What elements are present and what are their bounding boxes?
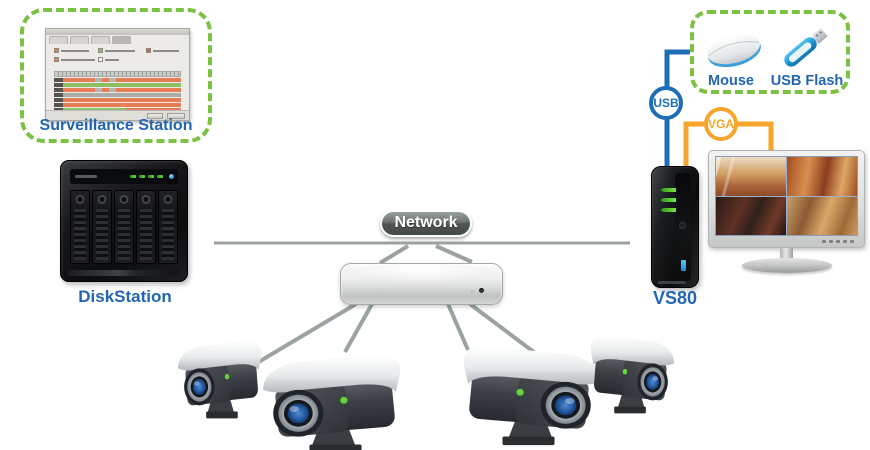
vs80-usb-port	[681, 260, 686, 271]
mini-tabs	[49, 36, 131, 45]
nas-status-led	[148, 175, 154, 178]
vs80-status-led	[660, 188, 676, 192]
nas-power-led	[169, 174, 174, 179]
surveillance-station-screenshot	[45, 28, 190, 121]
camera-feed-4	[787, 196, 857, 235]
mouse-label: Mouse	[708, 73, 754, 89]
ip-camera-icon	[586, 332, 682, 414]
usb-badge: USB	[649, 86, 683, 120]
vs80-status-led	[660, 198, 676, 202]
diskstation-icon	[60, 160, 188, 282]
network-label-pill: Network	[380, 210, 472, 237]
monitor-bezel	[708, 150, 865, 248]
camera-feed-1	[716, 157, 786, 196]
diskstation-label: DiskStation	[78, 287, 172, 306]
switch-led	[471, 290, 474, 293]
nas-status-led	[130, 175, 136, 178]
mouse-icon	[707, 33, 761, 68]
monitor-stand-base	[742, 258, 832, 273]
nas-base-strip	[68, 270, 180, 276]
mini-time-ruler	[54, 71, 181, 77]
vs80-power-button	[679, 222, 686, 229]
camera-link-3	[446, 303, 470, 351]
network-switch-icon	[340, 263, 503, 305]
mini-legend	[54, 48, 181, 68]
usb-flash-label: USB Flash	[770, 73, 844, 89]
camera-feed-2	[787, 157, 857, 196]
vga-badge: VGA	[704, 107, 738, 141]
vs80-device-icon	[651, 166, 699, 288]
peripherals-box: Mouse USB Flash	[690, 10, 850, 94]
vs80-status-led	[660, 208, 676, 212]
mini-footer	[46, 110, 189, 120]
monitor-buttons	[822, 240, 854, 243]
monitor-quad-view	[715, 156, 858, 236]
nas-status-led	[139, 175, 145, 178]
switch-power-dot	[479, 288, 484, 293]
surveillance-station-box: Surveillance Station	[20, 8, 212, 143]
switch-uplink-left	[378, 244, 410, 265]
peripheral-labels: Mouse USB Flash	[694, 73, 846, 91]
mini-titlebar	[46, 29, 189, 35]
nas-status-led	[157, 175, 163, 178]
vs80-label: VS80	[652, 288, 698, 308]
surveillance-station-label: Surveillance Station	[39, 117, 193, 134]
nas-top-panel	[70, 169, 178, 184]
usb-cable	[664, 49, 691, 172]
camera-link-2	[343, 303, 374, 353]
usb-flash-icon	[784, 28, 828, 67]
monitor-stand-neck	[780, 248, 793, 261]
monitor-icon	[708, 150, 865, 274]
vs80-base-strip	[658, 281, 686, 284]
camera-feed-3	[716, 196, 786, 235]
ip-camera-icon	[250, 350, 408, 450]
mini-schedule-rows	[54, 78, 181, 113]
nas-logo	[75, 175, 97, 178]
switch-uplink-right	[435, 244, 473, 264]
nas-drive-bays	[70, 190, 178, 264]
